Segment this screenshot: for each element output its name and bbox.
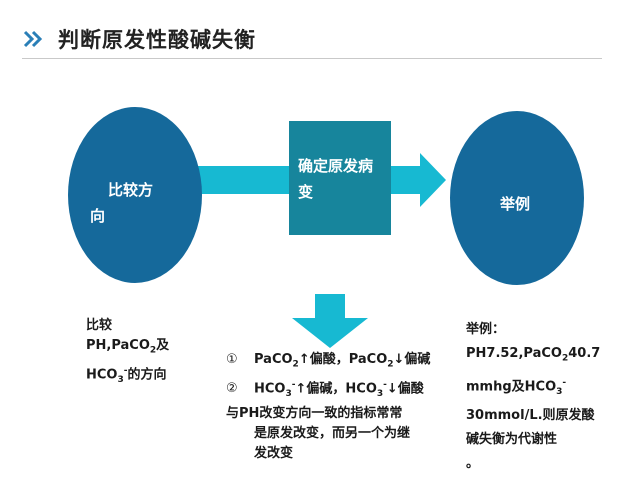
determine-primary-box (289, 121, 391, 235)
example-line3: mmhg及HCO3- (466, 377, 567, 397)
determine-label-line1: 确定原发病 (298, 157, 374, 175)
compare-desc-line1: 比较 (86, 318, 113, 333)
rule-line-4: 是原发改变，而另一个为继 (254, 425, 411, 441)
determine-label-line2: 变 (298, 183, 314, 201)
example-description: 举例： PH7.52,PaCO240.7 mmhg及HCO3- 30mmol/L… (466, 318, 626, 476)
compare-direction-label: 比较方 向 (90, 177, 185, 229)
rule-line-3: 与PH改变方向一致的指标常常 (226, 405, 403, 421)
example-label: 举例 (500, 195, 531, 213)
compare-label-line2: 向 (90, 207, 106, 225)
compare-direction-ellipse (68, 107, 202, 283)
compare-description: 比较 PH,PaCO2及 HCO3-的方向 (86, 316, 206, 390)
rule-line-5: 发改变 (254, 445, 294, 461)
double-chevron-icon (23, 30, 43, 48)
example-line4: 30mmol/L.则原发酸 (466, 407, 595, 423)
title-divider (22, 58, 602, 59)
example-line1: 举例： (466, 322, 506, 337)
page-title: 判断原发性酸碱失衡 (58, 28, 256, 52)
compare-desc-line2: PH,PaCO2及 (86, 338, 170, 356)
compare-desc-line3: HCO3-的方向 (86, 365, 167, 385)
example-line6: 。 (466, 455, 480, 471)
down-arrow (292, 294, 368, 348)
example-line5: 碱失衡为代谢性 (466, 431, 558, 447)
determine-primary-label: 确定原发病 变 (298, 153, 393, 205)
example-ellipse (450, 111, 584, 285)
example-line2: PH7.52,PaCO240.7 (466, 346, 601, 364)
header: 判断原发性酸碱失衡 (22, 24, 256, 54)
compare-label-line1: 比较方 (108, 181, 154, 199)
